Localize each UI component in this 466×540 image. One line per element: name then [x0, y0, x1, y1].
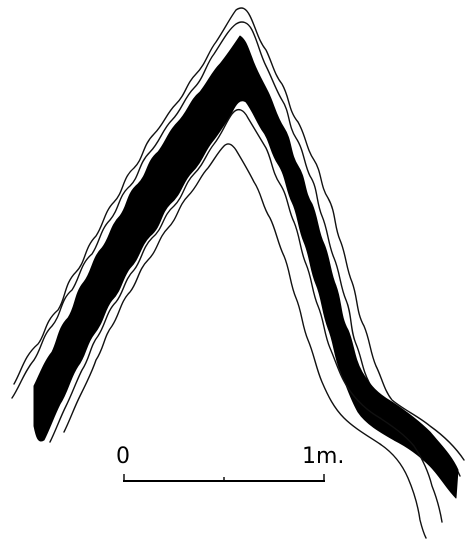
band-inner-outline	[49, 108, 443, 523]
scale-end-label: 1m.	[302, 444, 344, 469]
band-outer-outline	[11, 21, 461, 477]
inner-outline	[63, 143, 427, 539]
black-band	[33, 35, 459, 499]
scale-bar: 0 1m.	[116, 444, 344, 482]
scale-start-label: 0	[116, 444, 130, 469]
outer-outline	[13, 7, 465, 461]
